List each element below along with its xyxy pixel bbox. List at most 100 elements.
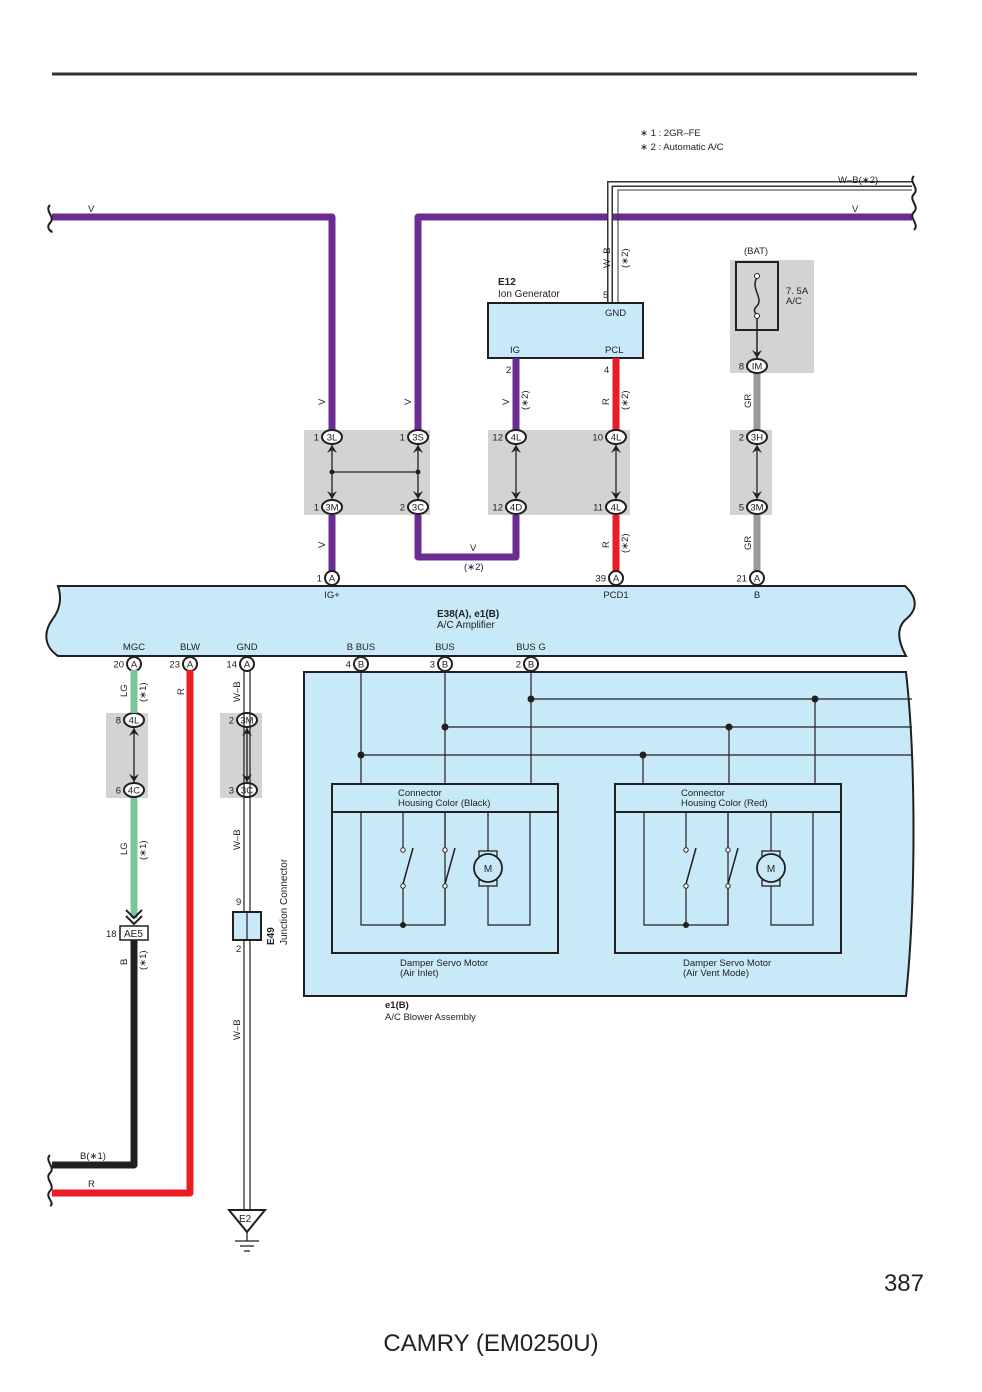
motor-icon — [756, 853, 786, 883]
note-1: ∗ 1 : 2GR–FE — [640, 128, 701, 139]
arrow-down-icon — [611, 491, 621, 499]
svg-text:A: A — [131, 660, 138, 671]
e12-code: E12 — [498, 277, 516, 288]
wire-label-b: B(∗1) — [80, 1151, 106, 1162]
svg-text:M: M — [484, 864, 492, 875]
connector-pin-number: 10 — [592, 433, 603, 444]
connector-pin-number: 5 — [739, 503, 744, 514]
page-number: 387 — [883, 1270, 924, 1297]
connector-pin-number: 8 — [116, 716, 121, 727]
arrow-up-icon — [511, 445, 521, 453]
connector-oval — [746, 499, 768, 515]
junction-tie — [329, 469, 421, 475]
arrow-down-icon — [413, 491, 423, 499]
connector-code: 4L — [511, 433, 522, 444]
connector-oval — [236, 782, 258, 798]
connector-oval — [321, 499, 343, 515]
wire-color-label: R — [176, 688, 187, 695]
svg-text:B BUS: B BUS — [347, 642, 376, 653]
svg-text:21: 21 — [736, 574, 747, 585]
fuse-block — [730, 260, 814, 373]
connector-code: 3L — [327, 433, 338, 444]
connector-label: Connector — [398, 788, 442, 799]
connector-oval — [123, 782, 145, 798]
connector-oval — [746, 429, 768, 445]
amplifier-name: A/C Amplifier — [437, 620, 495, 631]
wire-v-right — [414, 213, 912, 430]
ground-e2 — [226, 1209, 268, 1234]
svg-text:20: 20 — [113, 660, 124, 671]
svg-text:A: A — [187, 660, 194, 671]
svg-text:3: 3 — [430, 660, 435, 671]
break-mark — [47, 204, 53, 233]
svg-text:A: A — [329, 574, 336, 585]
servo-subname: (Air Inlet) — [400, 968, 439, 979]
blower-assembly — [303, 671, 915, 997]
footer-title: CAMRY (EM0250U) — [383, 1330, 599, 1357]
e12-name: Ion Generator — [498, 289, 560, 300]
svg-text:14: 14 — [226, 660, 237, 671]
servo-name: Damper Servo Motor — [400, 958, 488, 969]
connector-pin-number: 1 — [314, 503, 319, 514]
amplifier-pin-bottom: MGC A 20 — [113, 642, 145, 672]
connector-code: IM — [752, 362, 763, 373]
svg-text:(∗2): (∗2) — [620, 248, 631, 268]
arrow-down-icon — [327, 491, 337, 499]
connector-oval — [605, 429, 627, 445]
wire-color-label: W–B — [232, 1019, 243, 1040]
servo-subname: (Air Vent Mode) — [683, 968, 749, 979]
connector-code: 3C — [241, 786, 253, 797]
wire-color-label: (∗1) — [138, 682, 149, 702]
e12-pin-pcl: PCL — [605, 345, 623, 356]
wire-label-v-left: V — [88, 204, 95, 215]
svg-text:18: 18 — [106, 929, 117, 940]
svg-text:BLW: BLW — [180, 642, 200, 653]
svg-text:1: 1 — [317, 574, 322, 585]
connector-pin-number: 12 — [492, 503, 503, 514]
connector-oval — [236, 712, 258, 728]
connector-code: 4C — [128, 786, 140, 797]
connector-code: 3M — [240, 716, 253, 727]
wire-color-label: GR — [743, 394, 754, 408]
break-mark — [911, 175, 917, 231]
arrow-up-icon — [611, 445, 621, 453]
note-2: ∗ 2 : Automatic A/C — [640, 142, 724, 153]
connector-code: 4L — [611, 503, 622, 514]
blower-code: e1(B) — [385, 1000, 409, 1011]
wire-label-r: R — [88, 1179, 95, 1190]
ac-amplifier — [45, 585, 916, 657]
connector-code: 3S — [412, 433, 424, 444]
arrow-down-icon — [752, 491, 762, 499]
connector-code: 4L — [129, 716, 140, 727]
connector-pin-number: 2 — [400, 503, 405, 514]
connector-code: 3M — [750, 503, 763, 514]
wire-color-label: GR — [743, 536, 754, 550]
switch-icon — [444, 847, 456, 885]
connector-pin-number: 1 — [400, 433, 405, 444]
amplifier-code: E38(A), e1(B) — [437, 609, 499, 620]
amplifier-pin-bottom: BUS GB2 — [516, 642, 546, 672]
wire-color-label: V — [501, 398, 512, 405]
connector-code: 3M — [325, 503, 338, 514]
switch-icon — [402, 847, 414, 885]
connector-oval — [321, 429, 343, 445]
connector-pin-number: 2 — [229, 716, 234, 727]
connector-code: 3H — [751, 433, 763, 444]
connector-oval — [407, 499, 429, 515]
wire-color-label: R — [601, 541, 612, 548]
wire-color-label: W–B — [232, 829, 243, 850]
svg-text:MGC: MGC — [123, 642, 145, 653]
connector-code: 3C — [412, 503, 424, 514]
svg-text:A: A — [754, 574, 761, 585]
svg-text:IG+: IG+ — [324, 590, 340, 601]
fuse-source: (BAT) — [744, 246, 768, 257]
wire-color-label: (∗2) — [520, 390, 531, 410]
svg-text:M: M — [767, 864, 775, 875]
